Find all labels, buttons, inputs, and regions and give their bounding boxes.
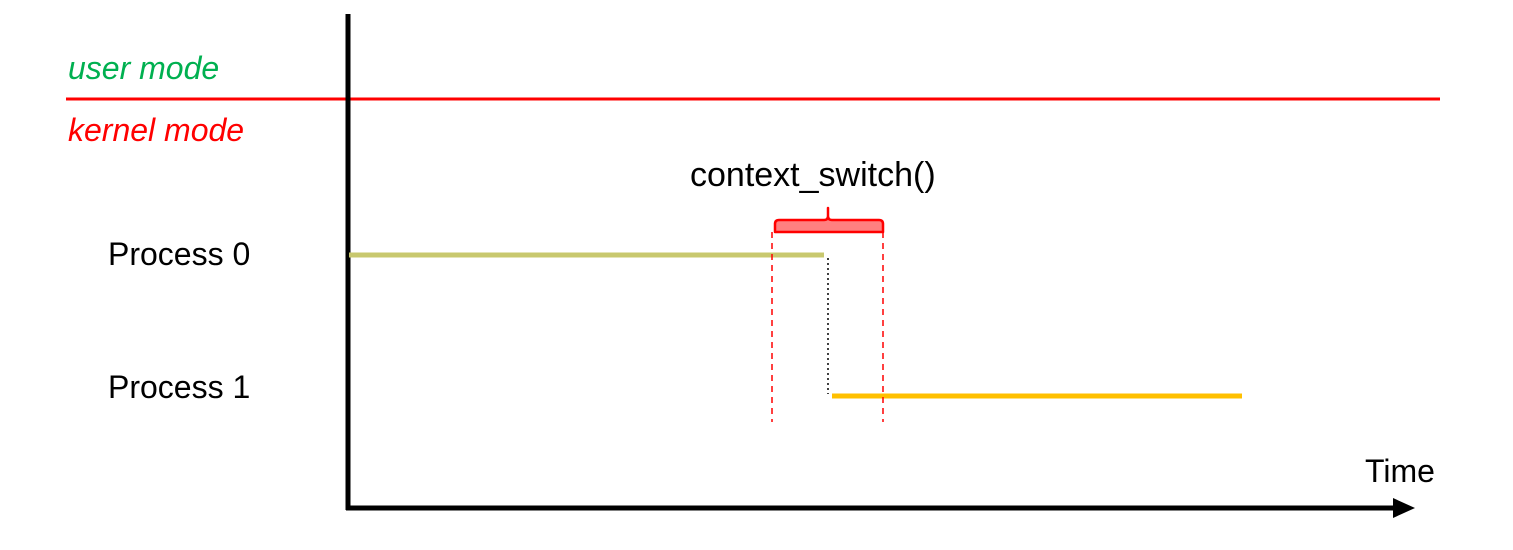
process-1-label: Process 1 (108, 369, 251, 405)
context-switch-label: context_switch() (690, 156, 936, 194)
process-0-label: Process 0 (108, 236, 251, 272)
user-mode-label: user mode (68, 50, 220, 86)
x-axis-arrowhead (1393, 498, 1415, 518)
time-axis-label: Time (1365, 453, 1435, 489)
context-switch-brace (773, 206, 885, 234)
kernel-mode-label: kernel mode (68, 112, 245, 148)
